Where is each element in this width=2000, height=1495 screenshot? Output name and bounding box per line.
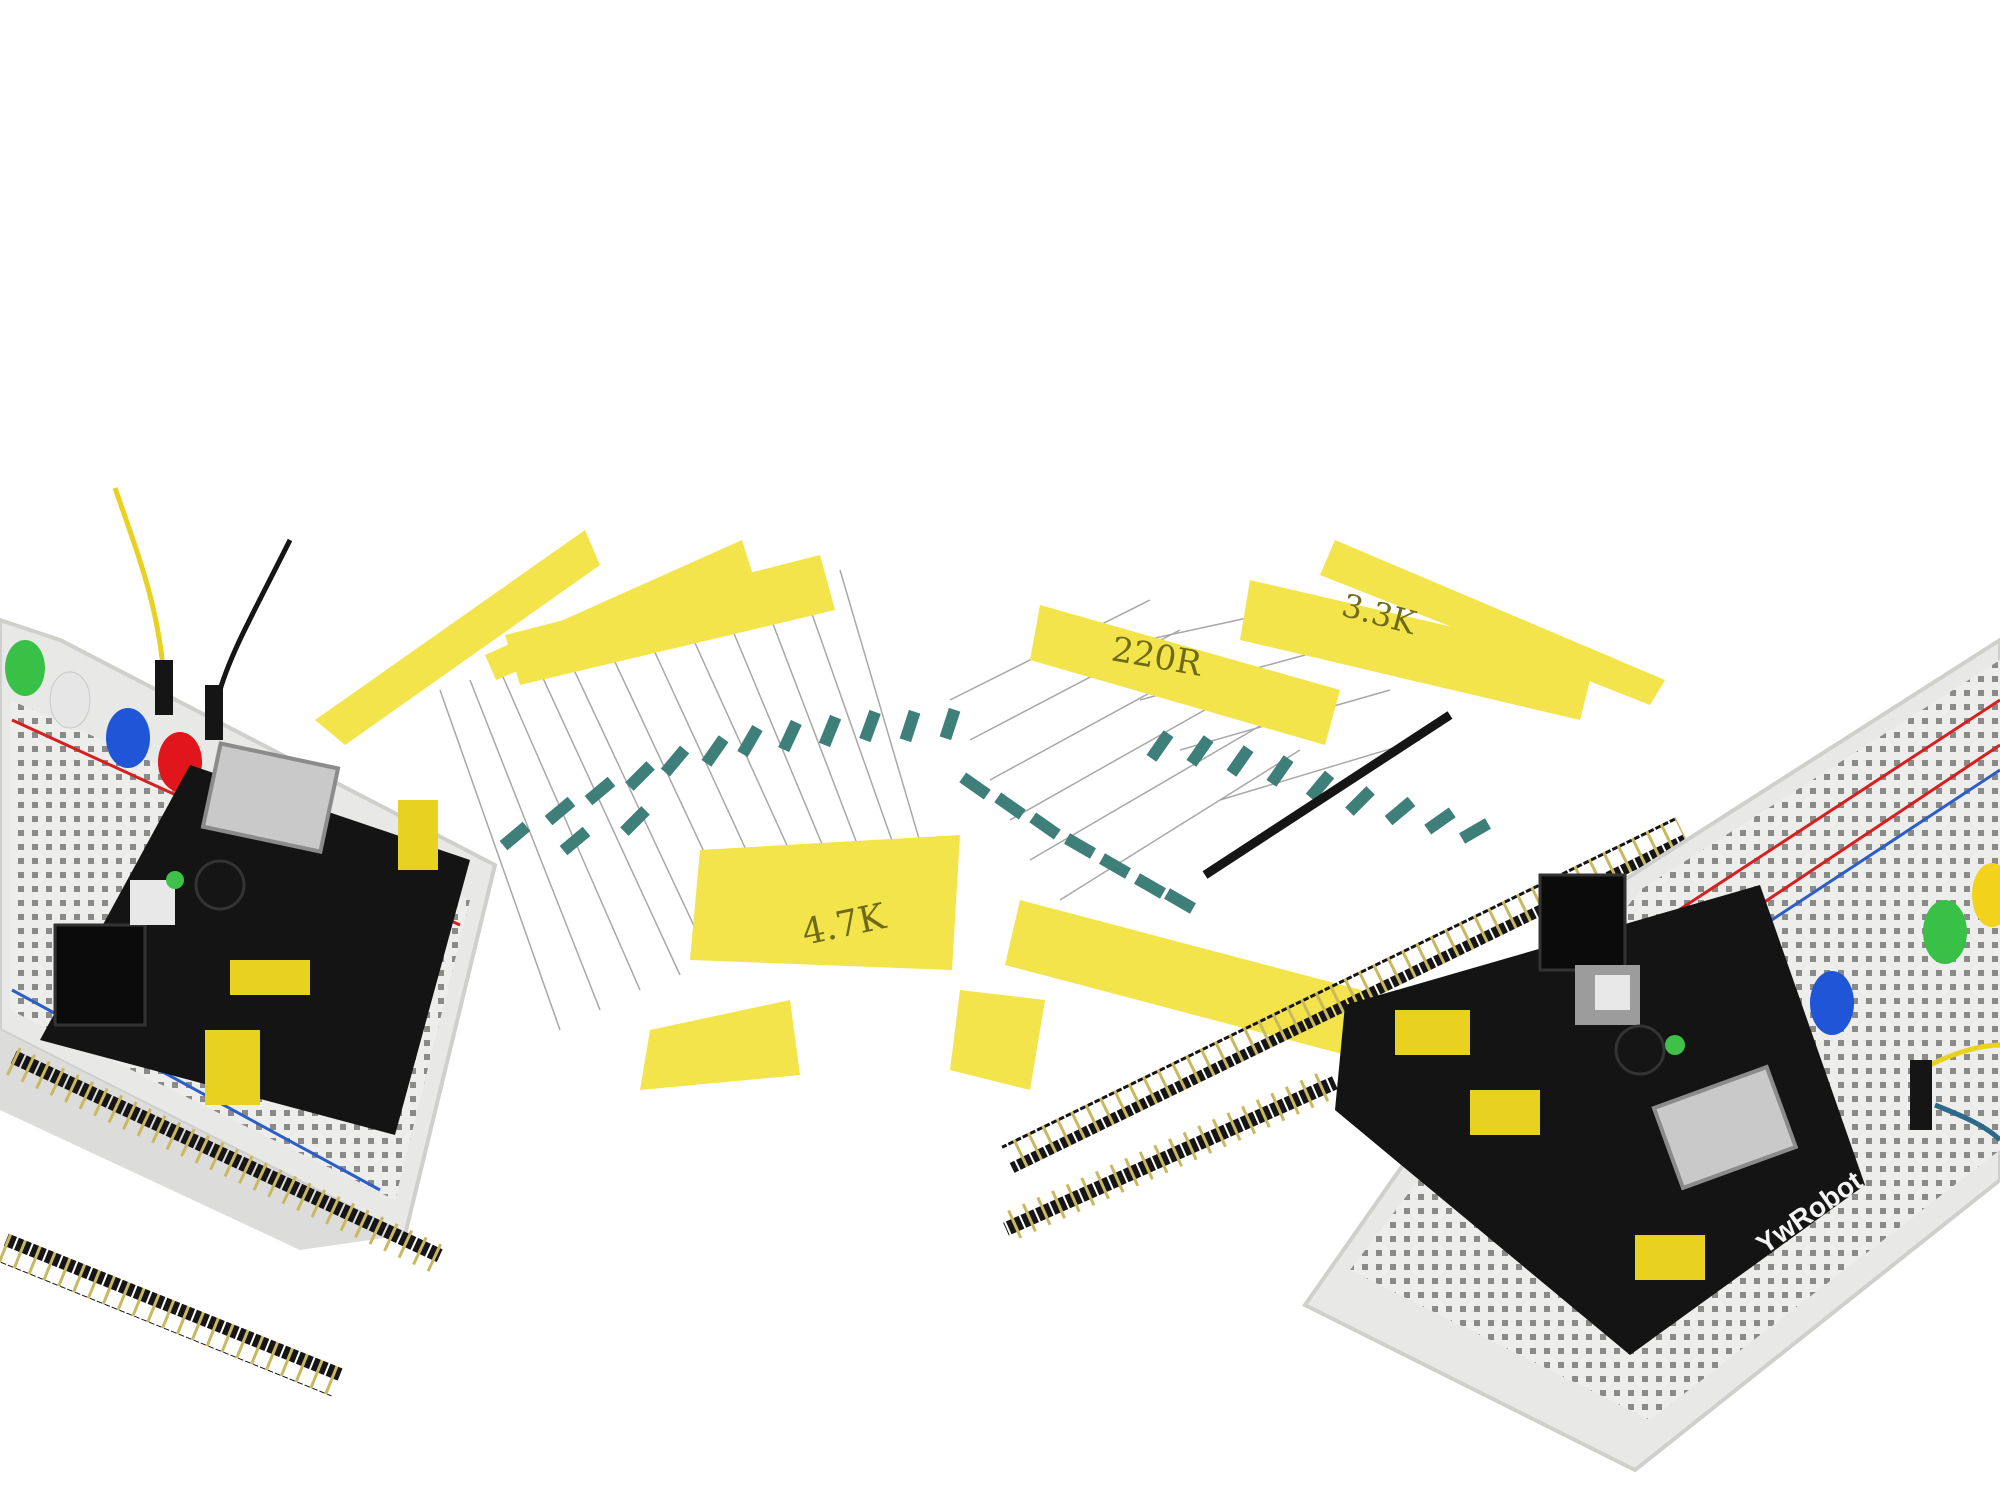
- tape-strip: [1240, 580, 1595, 720]
- tape-strip: [315, 530, 600, 745]
- dc-jack: [53, 923, 147, 1027]
- resistor-pack-right: 220R 3.3K: [949, 540, 1665, 1090]
- tape-strip: [1005, 900, 1380, 1060]
- blue-led: [106, 708, 150, 768]
- yellow-jumper-cap: [230, 960, 310, 995]
- header-pin-strip: [5, 1047, 445, 1273]
- yellow-jumper-wire: [112, 487, 168, 691]
- tape-strip: [1030, 605, 1340, 745]
- yellow-jumper-cap: [1395, 1010, 1470, 1055]
- push-button: [130, 880, 175, 925]
- black-jumper-wire: [217, 538, 293, 691]
- blue-jumper-wire: [1934, 1102, 2000, 1142]
- dc-jack: [1538, 873, 1627, 972]
- header-pin-strip: [0, 1233, 343, 1397]
- clear-led: [49, 671, 91, 729]
- usb-port: [200, 741, 341, 854]
- tape-strip: [485, 540, 752, 680]
- yellow-led: [1972, 863, 2000, 927]
- header-pin-strip: [1001, 817, 1689, 1173]
- tape-strip: [640, 1000, 800, 1090]
- resistor-pack-left: 4.7K: [315, 530, 961, 1090]
- green-led: [5, 640, 45, 696]
- left-power-module: [40, 741, 470, 1135]
- green-led: [1923, 900, 1967, 964]
- tape-strip: [505, 555, 835, 685]
- header-pin-strip: [999, 1068, 1341, 1242]
- blue-led: [1810, 971, 1854, 1035]
- tape-strip: [690, 835, 960, 970]
- tape-strip: [950, 990, 1045, 1090]
- usb-port: [1651, 1064, 1799, 1191]
- tape-strip: [1320, 540, 1665, 705]
- yellow-jumper-wire: [1928, 1042, 2000, 1068]
